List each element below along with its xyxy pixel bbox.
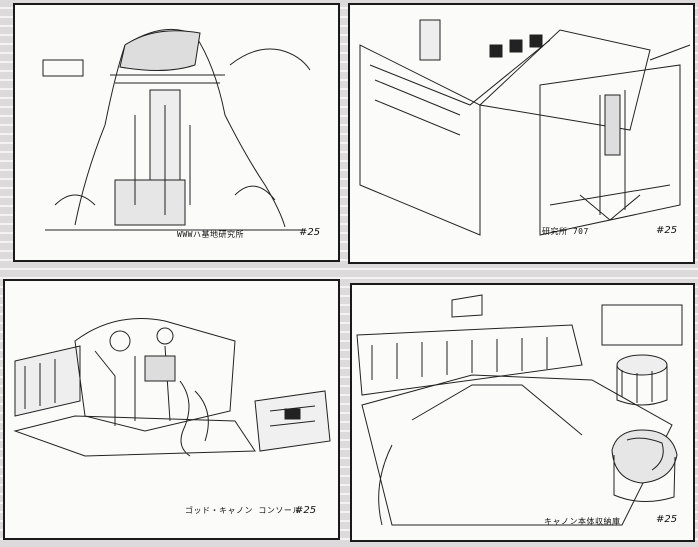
panel-lab-interior: 研究所 707 #25 [348, 3, 695, 264]
panel-cannon-machine: ゴッド・キャノン コンソール #25 [3, 279, 340, 540]
panel-caption: WWWハ基地研究所 [177, 230, 244, 239]
panel-number: #25 [656, 225, 678, 236]
hangar-sketch [356, 294, 683, 526]
panel-caption: キャノン本体収納庫 [544, 517, 621, 526]
panel-hangar-interior: キャノン本体収納庫 #25 [350, 283, 695, 542]
panel-caption: ゴッド・キャノン コンソール [185, 506, 301, 515]
panel-number: #25 [656, 514, 678, 525]
panel-number: #25 [295, 505, 317, 516]
panel-number: #25 [299, 227, 321, 238]
panel-mountain-fortress: WWWハ基地研究所 #25 [13, 3, 340, 262]
panel-caption: 研究所 707 [542, 227, 589, 236]
cannon-sketch [13, 318, 331, 457]
lab-sketch [359, 19, 691, 236]
mountain-sketch [42, 28, 311, 231]
